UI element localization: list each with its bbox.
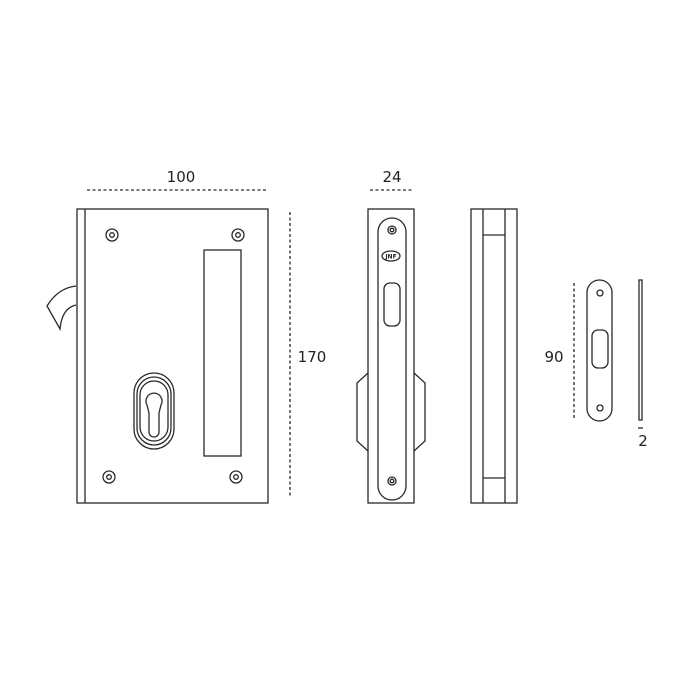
dimension-width-label: 100	[167, 168, 196, 186]
dimension-height-label: 170	[298, 348, 327, 366]
lock-front-view	[46, 208, 269, 504]
logo-badge	[381, 250, 401, 262]
bolt-slot	[203, 249, 242, 457]
dimension-thickness-label: 24	[382, 168, 401, 186]
dimension-strike-thickness-label: 2	[638, 432, 648, 450]
hook-latch	[46, 285, 77, 332]
strike-plate-front	[586, 279, 613, 422]
strike-plate-side	[638, 279, 643, 421]
lock-side-view	[470, 208, 518, 504]
lock-faceplate-view: JNF	[356, 208, 426, 504]
logo-text: JNF	[384, 254, 396, 261]
dimension-strike-height-label: 90	[544, 348, 563, 366]
screw-icon	[102, 228, 245, 484]
cylinder-hole	[133, 372, 175, 450]
